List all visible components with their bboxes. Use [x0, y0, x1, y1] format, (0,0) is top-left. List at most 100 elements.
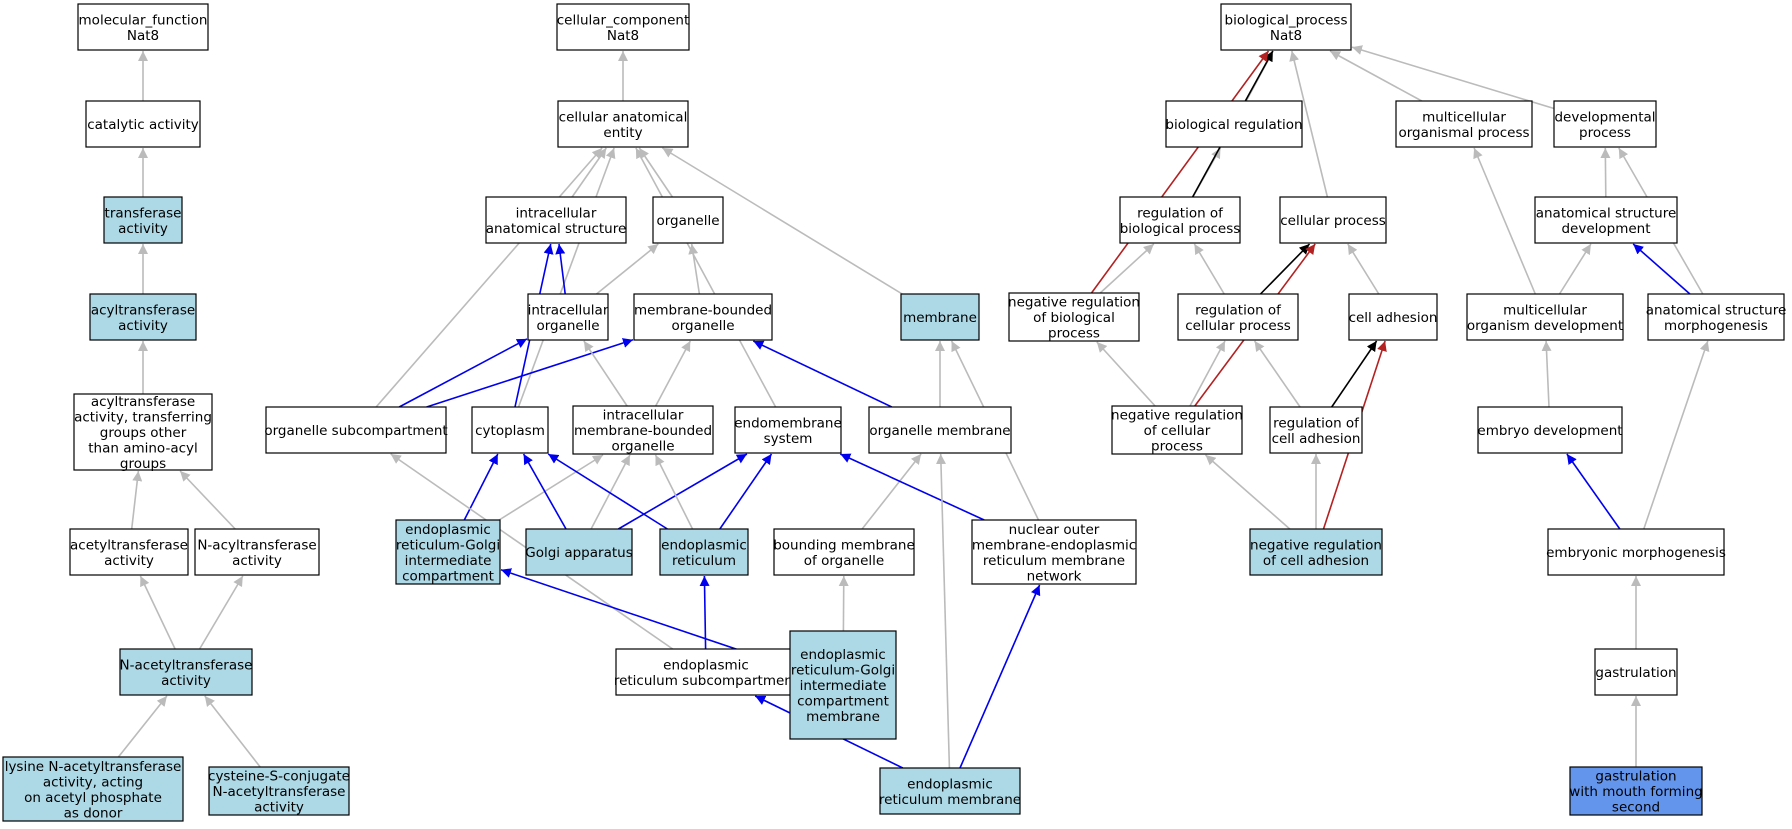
node-breg[interactable]: biological regulation: [1165, 100, 1303, 148]
node-label-line: activity, acting: [43, 774, 143, 790]
node-golgi[interactable]: Golgi apparatus: [525, 528, 633, 576]
node-box: [734, 406, 842, 454]
edge-io-to-org: [595, 243, 659, 295]
node-ed[interactable]: embryo development: [1477, 406, 1623, 454]
node-gast[interactable]: gastrulation: [1594, 648, 1678, 696]
node-label-line: as donor: [64, 805, 123, 821]
node-org[interactable]: organelle: [652, 196, 724, 244]
node-label-line: reticulum subcompartment: [614, 673, 798, 689]
node-label-line: biological regulation: [1165, 117, 1302, 133]
node-label-line: activity: [118, 318, 168, 334]
node-label-line: Golgi apparatus: [525, 545, 632, 561]
node-cp[interactable]: cellular process: [1279, 196, 1387, 244]
edge-acet-to-acylaa: [130, 470, 143, 530]
node-em[interactable]: embryonic morphogenesis: [1546, 528, 1726, 576]
node-ca[interactable]: cell adhesion: [1348, 293, 1438, 341]
node-label-line: cell adhesion: [1272, 431, 1361, 447]
edge-em-to-ed: [1566, 453, 1621, 530]
edge-nrca-to-nrcp: [1204, 454, 1291, 530]
edge-rcp-to-rbp: [1193, 243, 1225, 295]
edge-bmo-to-om: [861, 453, 922, 530]
edge-cp-to-bp: [1289, 50, 1329, 198]
node-box: [485, 196, 627, 244]
node-label-line: transferase: [105, 205, 182, 221]
node-label-line: anatomical structure: [486, 221, 627, 237]
node-ergicm[interactable]: endoplasmicreticulum-Golgiintermediateco…: [789, 630, 897, 740]
node-box: [1279, 196, 1387, 244]
node-label-line: activity: [254, 800, 304, 816]
edge-ias-to-cae: [571, 147, 607, 198]
node-box: [527, 293, 609, 341]
node-label-line: endoplasmic: [663, 657, 749, 673]
node-cys[interactable]: cysteine-S-conjugateN-acetyltransferasea…: [208, 766, 350, 816]
node-box: [773, 528, 915, 576]
node-label-line: endoplasmic: [405, 522, 491, 538]
node-label-line: gastrulation: [1595, 665, 1676, 681]
node-ergic[interactable]: endoplasmicreticulum-Golgiintermediateco…: [395, 519, 501, 585]
node-box: [1569, 766, 1703, 816]
node-label-line: activity: [118, 221, 168, 237]
edge-erm-to-nom: [959, 584, 1041, 769]
node-cyto[interactable]: cytoplasm: [471, 406, 549, 454]
node-label-line: of cell adhesion: [1263, 553, 1369, 569]
node-label-line: groups: [120, 456, 166, 472]
node-om[interactable]: organelle membrane: [868, 406, 1012, 454]
node-box: [471, 406, 549, 454]
node-nom[interactable]: nuclear outermembrane-endoplasmicreticul…: [971, 519, 1137, 585]
edge-osc-to-mbo: [426, 338, 634, 408]
node-box: [879, 767, 1021, 815]
node-label-line: N-acetyltransferase: [213, 784, 346, 800]
node-box: [1647, 293, 1785, 341]
node-label-line: entity: [603, 125, 642, 141]
node-label-line: reticulum: [672, 553, 736, 569]
node-label-line: groups other: [100, 425, 187, 441]
edge-erm-to-om: [935, 453, 951, 769]
node-label-line: activity: [232, 553, 282, 569]
node-box: [85, 100, 201, 148]
node-box: [1466, 293, 1624, 341]
node-label-line: intermediate: [800, 678, 887, 694]
node-mem[interactable]: membrane: [900, 293, 980, 341]
node-label-line: organelle: [671, 318, 734, 334]
edge-ems-to-cae: [635, 147, 777, 408]
node-osc[interactable]: organelle subcompartment: [264, 406, 448, 454]
node-cat[interactable]: catalytic activity: [85, 100, 201, 148]
node-box: [556, 3, 690, 51]
node-box: [194, 528, 320, 576]
node-box: [789, 630, 897, 740]
node-label-line: Nat8: [607, 28, 639, 44]
node-label-line: catalytic activity: [87, 117, 199, 133]
